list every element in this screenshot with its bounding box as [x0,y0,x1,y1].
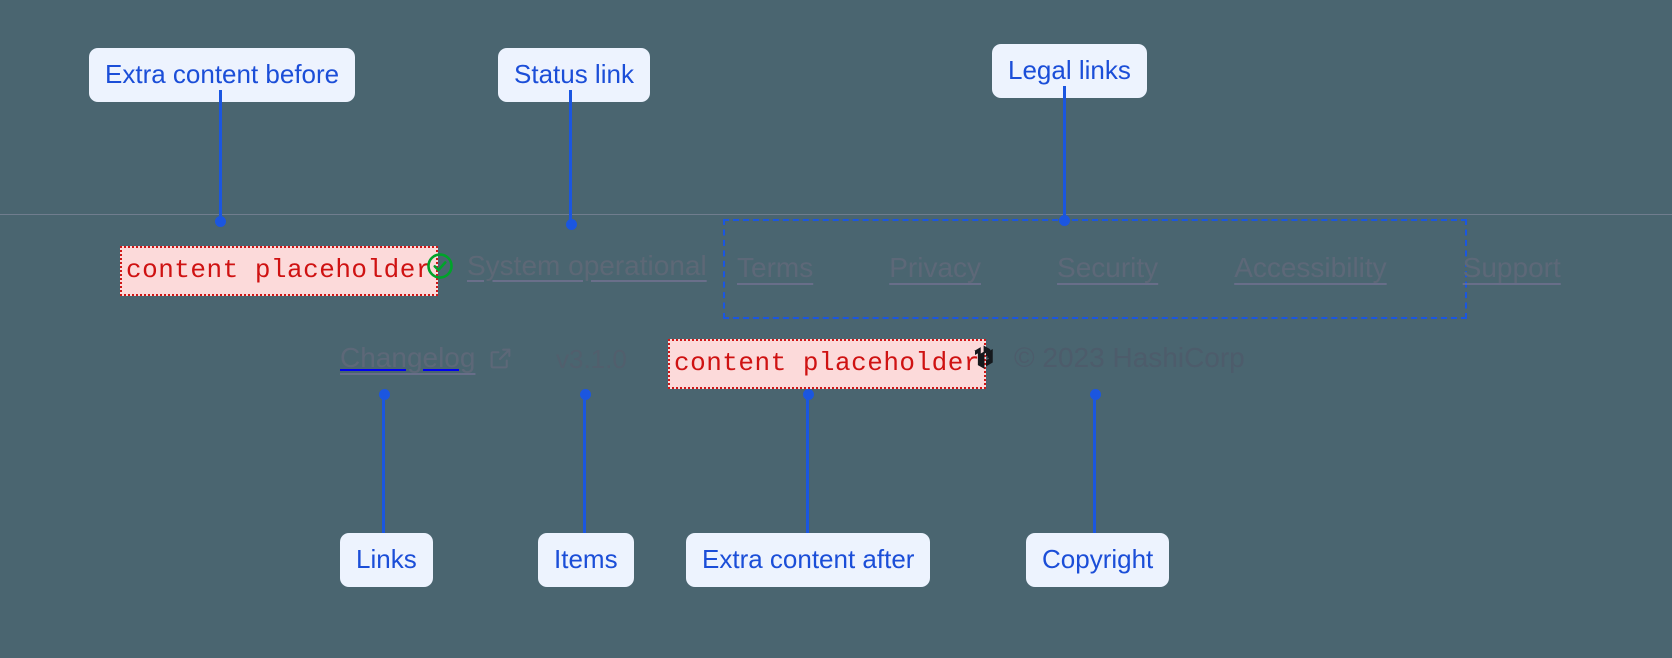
legal-links-highlight-box [723,219,1467,319]
status-link-label: System operational [467,250,707,281]
brand-copyright: © 2023 HashiCorp [970,342,1245,374]
connector-extra-content-after [806,394,809,534]
callout-extra-content-after: Extra content after [686,533,931,587]
connector-legal-links [1063,86,1066,222]
callout-extra-content-before: Extra content before [89,48,356,102]
version-label: v3.1.0 [556,344,627,374]
callout-status-link: Status link [498,48,650,102]
connector-dot-extra-content-before [215,216,226,227]
legal-link-accessibility[interactable]: Accessibility [1234,252,1387,283]
connector-status-link [569,90,572,224]
placeholder-content-after: content placeholder [668,339,986,389]
placeholder-content-before: content placeholder [120,246,438,296]
legal-link-security[interactable]: Security [1057,252,1159,283]
external-link-icon [488,346,513,371]
callout-legal-links: Legal links [992,44,1147,98]
connector-extra-content-before [219,90,222,220]
changelog-link-label: Changelog [340,342,476,373]
legal-link-privacy[interactable]: Privacy [889,252,982,283]
copyright-text: © 2023 HashiCorp [1014,342,1245,373]
connector-copyright [1093,394,1096,534]
status-link[interactable]: System operational [425,250,707,282]
callout-items: Items [538,533,634,587]
legal-links-list: Terms Privacy Security Accessibility Sup… [737,252,1561,284]
hashicorp-logo [970,343,1000,373]
connector-links [382,394,385,534]
callout-links: Links [340,533,433,587]
callout-copyright: Copyright [1026,533,1170,587]
legal-link-terms[interactable]: Terms [737,252,814,283]
legal-link-support[interactable]: Support [1462,252,1561,283]
connector-items [583,394,586,534]
connector-dot-status-link [566,219,577,230]
changelog-link[interactable]: Changelog [340,342,513,374]
footer-top-divider [0,214,1672,215]
check-circle-icon [425,251,455,281]
